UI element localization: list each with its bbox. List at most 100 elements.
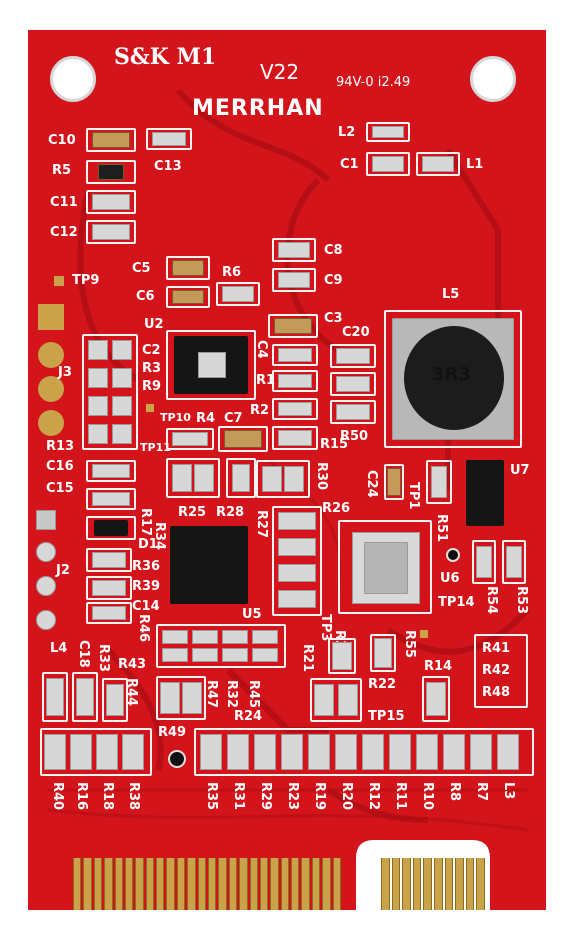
label-r49: R49 — [158, 725, 187, 740]
manufacturer-logo: MERRHAN — [192, 96, 324, 121]
bottom-pad-r7 — [470, 734, 492, 770]
label-r29: R29 — [258, 782, 273, 811]
label-r15: R15 — [320, 437, 349, 452]
pad-c15 — [92, 492, 130, 506]
label-c5: C5 — [132, 261, 151, 276]
silk-r55 — [370, 634, 396, 672]
silk-r22 — [310, 678, 362, 722]
label-r51: R51 — [434, 514, 449, 543]
label-r30: R30 — [314, 462, 329, 491]
label-r18: R18 — [100, 782, 115, 811]
pad-r54 — [476, 546, 492, 578]
gold-finger — [259, 858, 269, 910]
label-l3: L3 — [501, 782, 516, 800]
ic-u5 — [170, 526, 248, 604]
silk-c1 — [366, 152, 410, 176]
gold-finger — [291, 858, 300, 910]
pad-c1 — [372, 156, 404, 172]
diode-d1 — [94, 520, 128, 536]
label-r39: R39 — [132, 579, 161, 594]
silk-r30-group — [256, 460, 310, 498]
silk-c14 — [86, 602, 132, 624]
gold-finger — [270, 858, 279, 910]
gold-finger — [249, 858, 258, 910]
pad-c20 — [336, 348, 370, 364]
label-r40: R40 — [50, 782, 65, 811]
gold-finger — [228, 858, 238, 910]
label-r2: R2 — [250, 403, 270, 418]
via-u6 — [446, 548, 460, 562]
label-r11: R11 — [393, 782, 408, 811]
label-j3: J3 — [58, 365, 72, 380]
pad-r27-4 — [278, 590, 316, 608]
gold-finger — [208, 858, 217, 910]
bottom-pad-r35 — [200, 734, 222, 770]
label-r13: R13 — [46, 439, 75, 454]
label-c16: C16 — [46, 459, 74, 474]
pad-r46-8 — [252, 648, 278, 662]
gold-finger — [332, 858, 341, 910]
label-c10: C10 — [48, 133, 76, 148]
silk-c9 — [272, 268, 316, 292]
label-r45: R45 — [246, 680, 261, 709]
pad-l2 — [372, 126, 404, 138]
gold-finger — [239, 858, 248, 910]
silk-d1 — [86, 516, 136, 540]
board-rating: 94V-0 i2.49 — [336, 75, 411, 90]
silk-bottom-row-right — [194, 728, 534, 776]
pad-r22-a — [314, 684, 334, 716]
label-r28: R28 — [216, 505, 245, 520]
capacitor-c7 — [224, 430, 262, 448]
label-c1: C1 — [340, 157, 359, 172]
pad-r30-b — [284, 466, 304, 492]
j2-pad-2 — [36, 542, 56, 562]
pad-c4 — [278, 348, 312, 362]
label-u6: U6 — [440, 571, 460, 586]
label-r41: R41 — [482, 641, 511, 656]
label-r16: R16 — [74, 782, 89, 811]
label-r21: R21 — [300, 644, 315, 673]
left-array-pad-4 — [112, 368, 132, 388]
silk-r2 — [272, 398, 318, 420]
bottom-pad-r18 — [96, 734, 118, 770]
j3-pad-1 — [38, 304, 64, 330]
j3-pad-4 — [38, 410, 64, 436]
label-tp1: TP1 — [406, 482, 421, 510]
silk-u6 — [338, 520, 432, 614]
label-tp10: TP10 — [160, 411, 191, 424]
gold-finger — [412, 858, 422, 910]
label-c20: C20 — [342, 325, 370, 340]
pad-r50-b — [336, 404, 370, 420]
mounting-hole-left — [50, 56, 96, 102]
gold-finger — [322, 858, 331, 910]
gold-finger — [114, 858, 123, 910]
silk-r25-group — [166, 458, 220, 498]
silk-c15 — [86, 488, 136, 510]
pad-r46-1 — [162, 630, 188, 644]
pad-c9 — [278, 272, 310, 288]
silk-r51 — [426, 460, 452, 504]
label-c2: C2 — [142, 343, 161, 358]
left-array-pad-8 — [112, 424, 132, 444]
label-l2: L2 — [338, 125, 356, 140]
gold-finger — [465, 858, 475, 910]
edge-connector-right — [380, 858, 486, 910]
pad-r14 — [426, 682, 446, 716]
left-array-pad-5 — [88, 396, 108, 416]
label-c6: C6 — [136, 289, 155, 304]
pad-r44-a — [160, 682, 180, 714]
board-version: V22 — [260, 60, 300, 84]
label-r26: R26 — [322, 501, 351, 516]
silk-l5 — [384, 310, 522, 448]
silk-l1 — [416, 152, 460, 176]
label-r46: R46 — [136, 614, 151, 643]
inductor-marking: 3R3 — [432, 364, 471, 385]
bottom-pad-r12 — [362, 734, 384, 770]
capacitor-c10 — [92, 132, 130, 148]
gold-finger — [166, 858, 175, 910]
silk-r44 — [156, 676, 206, 720]
label-r7: R7 — [474, 782, 489, 802]
gold-finger — [391, 858, 401, 910]
bottom-pad-r10 — [416, 734, 438, 770]
label-r48: R48 — [482, 685, 511, 700]
